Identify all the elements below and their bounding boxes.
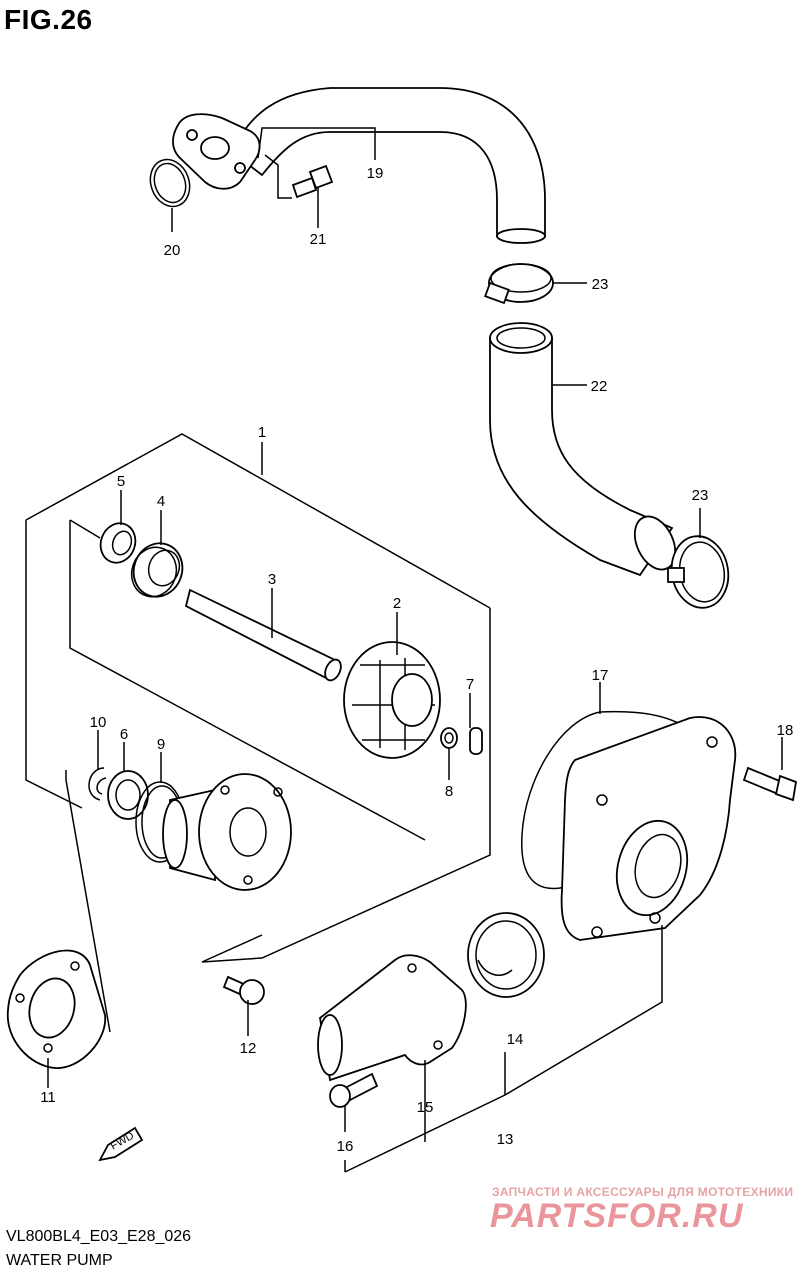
part-15-outlet bbox=[317, 954, 467, 1082]
callout-14: 14 bbox=[507, 1031, 524, 1048]
assembly-1-outline bbox=[25, 433, 491, 1033]
callout-18: 18 bbox=[777, 722, 794, 739]
pump-cover bbox=[560, 716, 737, 941]
callout-numbers: 1 2 3 4 5 6 7 8 9 10 11 12 13 14 15 16 1… bbox=[40, 165, 793, 1155]
leader-lines bbox=[47, 127, 783, 1132]
callout-2: 2 bbox=[393, 595, 401, 612]
part-20-o-ring bbox=[149, 158, 191, 208]
part-10-circlip bbox=[88, 767, 107, 801]
part-22-hose bbox=[489, 322, 677, 577]
model-code: VL800BL4_E03_E28_026 bbox=[6, 1228, 192, 1245]
section-name: WATER PUMP bbox=[6, 1252, 113, 1269]
callout-6: 6 bbox=[120, 726, 128, 743]
part-7-pin bbox=[469, 727, 483, 755]
callout-12: 12 bbox=[240, 1040, 257, 1057]
callout-21: 21 bbox=[310, 231, 327, 248]
assembly-13-bracket bbox=[344, 925, 663, 1173]
part-23-clamp-lower bbox=[667, 535, 730, 609]
callout-19: 19 bbox=[367, 165, 384, 182]
watermark-tagline: ЗАПЧАСТИ И АКСЕССУАРЫ ДЛЯ МОТОТЕХНИКИ bbox=[492, 1185, 794, 1199]
part-11-gasket bbox=[7, 949, 106, 1069]
watermark-brand: PARTSFOR.RU bbox=[490, 1197, 744, 1235]
part-21-bolt bbox=[264, 154, 334, 199]
part-14-thermostat bbox=[467, 912, 545, 998]
callout-11: 11 bbox=[40, 1089, 56, 1106]
part-4-seal bbox=[130, 542, 184, 598]
part-19-pipe bbox=[172, 87, 546, 244]
callout-8: 8 bbox=[445, 783, 453, 800]
part-18-bolt bbox=[742, 766, 798, 802]
pump-body bbox=[162, 773, 292, 891]
callout-9: 9 bbox=[157, 736, 165, 753]
callout-3: 3 bbox=[268, 571, 276, 588]
callout-23-upper: 23 bbox=[592, 276, 609, 293]
callout-17: 17 bbox=[592, 667, 609, 684]
fwd-arrow bbox=[98, 1126, 144, 1162]
callout-23-lower: 23 bbox=[692, 487, 709, 504]
callout-7: 7 bbox=[466, 676, 474, 693]
part-16-bolt bbox=[329, 1072, 379, 1108]
figure-title: FIG.26 bbox=[4, 4, 93, 35]
callout-22: 22 bbox=[591, 378, 608, 395]
callout-10: 10 bbox=[90, 714, 107, 731]
callout-13: 13 bbox=[497, 1131, 514, 1148]
part-3-shaft bbox=[184, 588, 342, 682]
part-2-impeller bbox=[343, 641, 441, 759]
callout-4: 4 bbox=[157, 493, 165, 510]
part-5-bearing bbox=[99, 522, 137, 564]
part-8-washer bbox=[440, 727, 458, 749]
part-12-bolt bbox=[222, 975, 265, 1005]
callout-16: 16 bbox=[337, 1138, 354, 1155]
part-23-clamp-upper bbox=[484, 263, 554, 305]
callout-15: 15 bbox=[417, 1099, 434, 1116]
callout-20: 20 bbox=[164, 242, 181, 259]
callout-5: 5 bbox=[117, 473, 125, 490]
callout-1: 1 bbox=[258, 424, 266, 441]
